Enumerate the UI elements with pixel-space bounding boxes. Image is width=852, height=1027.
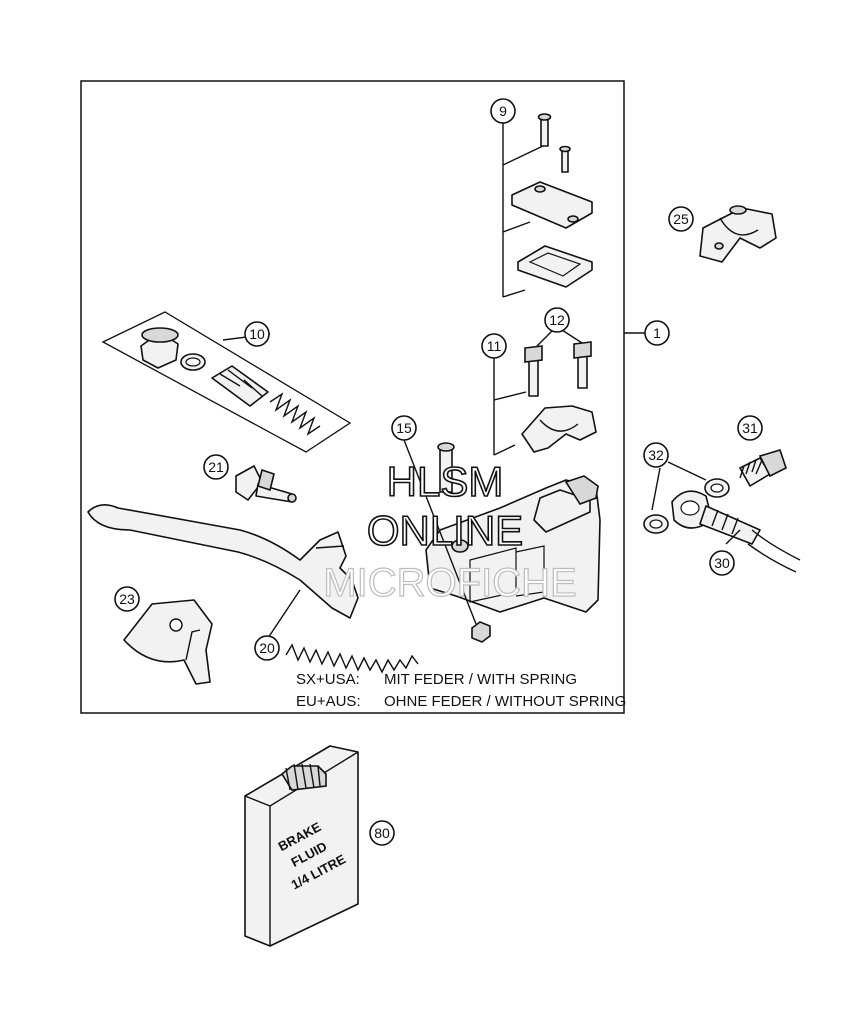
callout-25: 25 [668,206,694,232]
callout-30: 30 [709,550,735,576]
assembly-frame [80,80,625,714]
callout-21: 21 [203,454,229,480]
callout-23-label: 23 [119,591,135,607]
callout-10: 10 [244,321,270,347]
callout-31: 31 [737,415,763,441]
part-1-master-cylinder [403,439,601,643]
callout-20-label: 20 [259,640,275,656]
watermark-line3: MICROFICHE [323,561,576,605]
callout-11: 11 [481,333,507,359]
note-line1-text: MIT FEDER / WITH SPRING [384,671,577,688]
part-80-brake-fluid-can: BRAKE FLUID 1/4 LITRE [244,745,359,947]
callout-32-label: 32 [648,447,664,463]
callout-23: 23 [114,586,140,612]
callout-1-label: 1 [653,325,661,341]
callout-25-label: 25 [673,211,689,227]
part-10-piston-kit [101,311,352,453]
spring-variant-notes: SX+USA: MIT FEDER / WITH SPRING EU+AUS: … [296,671,626,710]
callout-80: 80 [369,820,395,846]
callout-12-label: 12 [549,312,565,328]
part-9-reservoir-cover [502,113,593,298]
callout-30-label: 30 [714,555,730,571]
callout-9: 9 [490,98,516,124]
callout-12: 12 [544,307,570,333]
callout-15-label: 15 [396,420,412,436]
part-20-lever [87,504,419,674]
callout-9-label: 9 [499,103,507,119]
note-line2-text: OHNE FEDER / WITHOUT SPRING [384,693,626,710]
callout-11-label: 11 [487,338,502,354]
part-11-12-clamp-bolts [493,329,597,456]
callout-15: 15 [391,415,417,441]
part-25-clamp [699,205,777,263]
callout-31-label: 31 [742,420,758,436]
watermark: HLSM ONLINE MICROFICHE [323,457,578,605]
note-line1-variant: SX+USA: [296,671,360,688]
part-21-adjuster [235,465,297,503]
part-30-31-32-hose [643,449,801,573]
note-line2-variant: EU+AUS: [296,693,361,710]
callout-1: 1 [644,320,670,346]
callout-80-label: 80 [374,825,390,841]
callout-20: 20 [254,635,280,661]
part-23-lever-cover [123,599,213,685]
watermark-line1: HLSM [387,458,504,505]
callout-10-label: 10 [249,326,265,342]
callout-32: 32 [643,442,669,468]
watermark-line2: ONLINE [367,507,523,554]
callout-21-label: 21 [208,459,224,475]
